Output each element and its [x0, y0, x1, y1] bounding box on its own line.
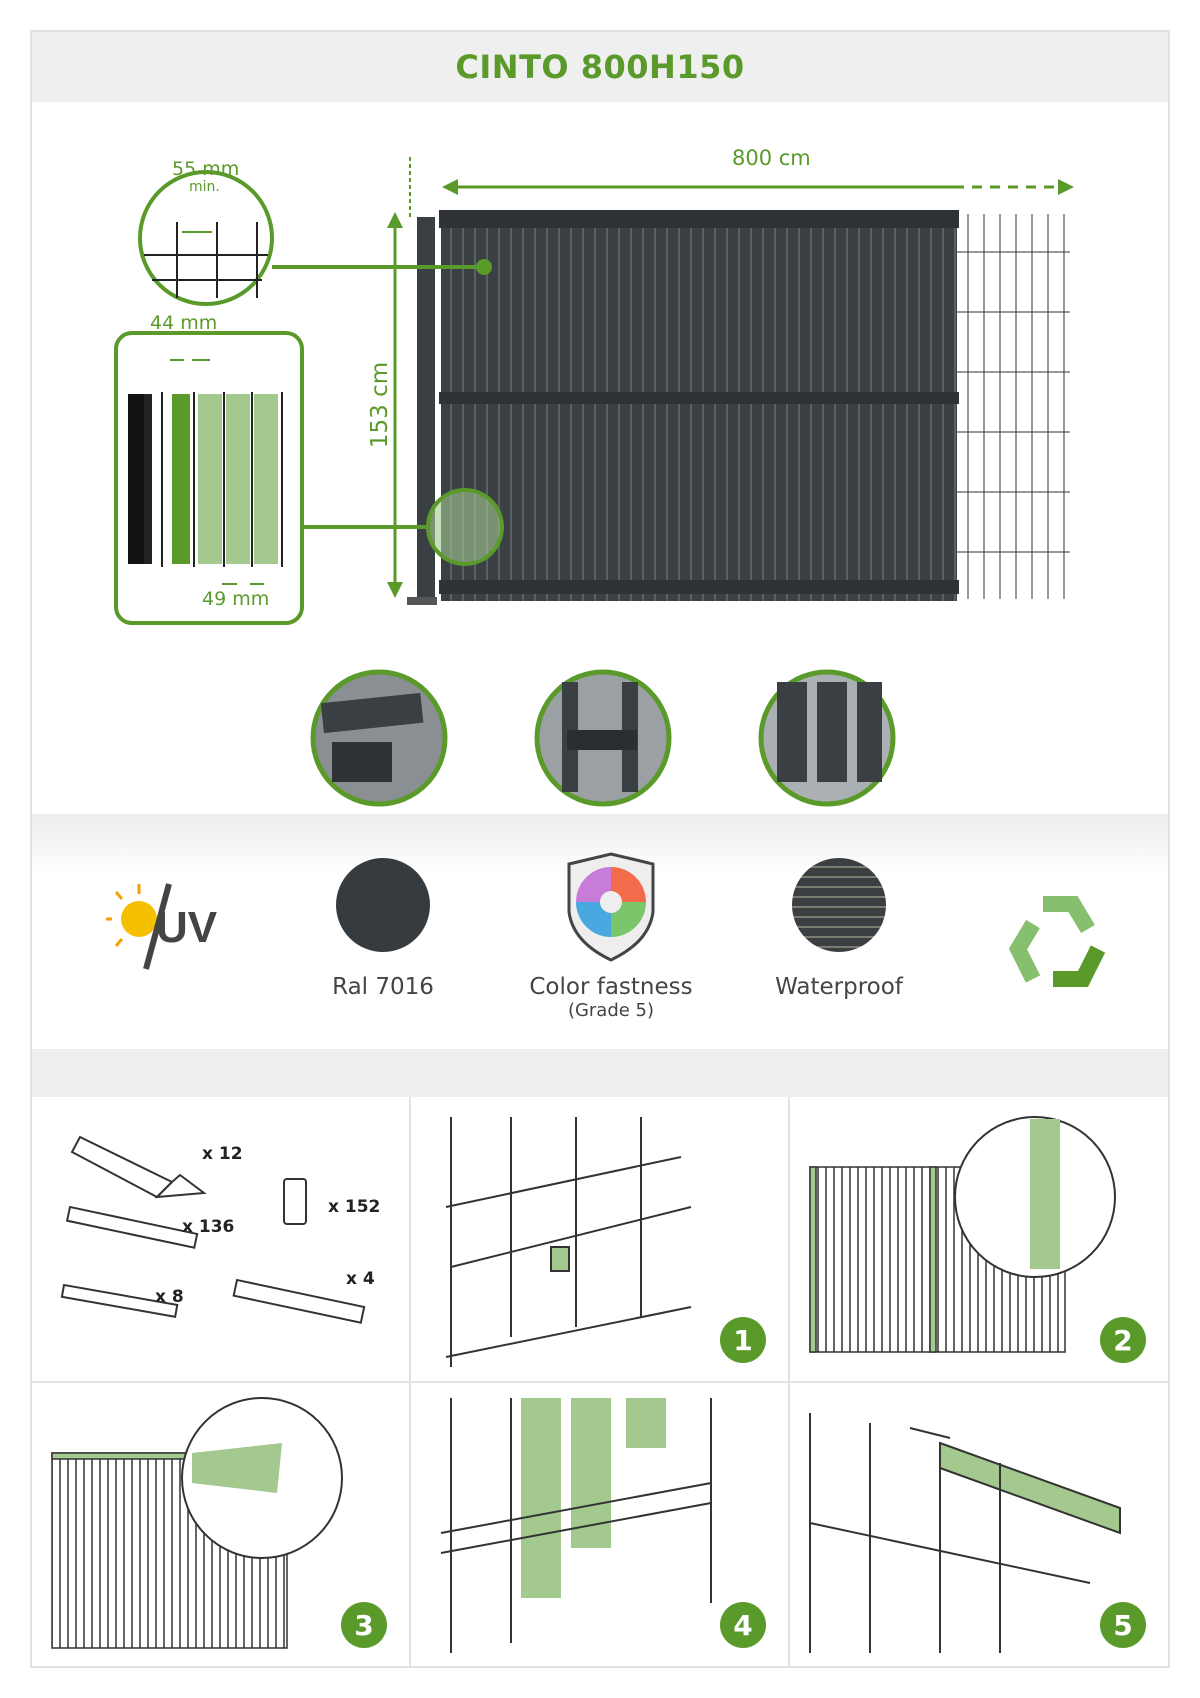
kit-contents: x 12 x 152 x 136 x 8 x 4: [32, 1097, 411, 1383]
product-sheet: CINTO 800H150 800 cm 153 cm 55 mm min. 4…: [30, 30, 1170, 1668]
width-label: 800 cm: [732, 146, 811, 170]
page-title: CINTO 800H150: [455, 48, 745, 86]
privacy-slats-panel: [441, 214, 957, 601]
step-2: 2: [790, 1097, 1168, 1383]
top-cap-part: [70, 1135, 174, 1199]
qty-short-slat: x 8: [155, 1287, 184, 1307]
feature-label: Color fastness: [529, 974, 693, 1000]
bottom-rail-part: [232, 1278, 366, 1324]
detail-bottom-rail: [758, 669, 896, 807]
step-number-badge: 5: [1100, 1602, 1146, 1648]
slat-part: [65, 1205, 199, 1249]
svg-text:UV: UV: [156, 903, 218, 952]
step-4: 4: [411, 1383, 790, 1668]
fence-diagram: [114, 157, 1074, 807]
qty-top-cap: x 12: [202, 1144, 243, 1164]
qty-bottom-rail: x 4: [346, 1269, 375, 1289]
recycle-icon: [1008, 896, 1106, 987]
detail-top-cap: [310, 669, 448, 807]
feature-recycle: [958, 884, 1158, 998]
color-swatch-icon: [336, 858, 430, 952]
color-wheel-shield-icon: [567, 852, 655, 962]
title-band: CINTO 800H150: [32, 32, 1168, 102]
slat-gap-label: 44 mm: [150, 312, 218, 334]
installation-steps: x 12 x 152 x 136 x 8 x 4 1 2 3 4 5: [32, 1097, 1168, 1668]
clip-part: [283, 1178, 307, 1225]
fence-post: [417, 217, 435, 602]
feature-sublabel: (Grade 5): [567, 1000, 655, 1021]
slat-width-label: 49 mm: [202, 588, 270, 610]
step-5: 5: [790, 1383, 1168, 1668]
mesh-gap-label: 55 mm: [172, 158, 240, 180]
step-number-badge: 1: [720, 1317, 766, 1363]
feature-label: Ral 7016: [332, 974, 434, 1000]
qty-slat: x 136: [182, 1217, 235, 1237]
step-3: 3: [32, 1383, 411, 1668]
height-label: 153 cm: [367, 361, 394, 449]
mesh-gap-detail: [138, 170, 274, 306]
detail-clip: [534, 669, 672, 807]
feature-uv: UV: [64, 864, 264, 978]
qty-clip: x 152: [328, 1197, 381, 1217]
step-number-badge: 3: [341, 1602, 387, 1648]
step-1: 1: [411, 1097, 790, 1383]
feature-ral: Ral 7016: [283, 858, 483, 1000]
short-slat-part: [60, 1283, 179, 1318]
feature-label: Waterproof: [775, 974, 903, 1000]
instructions-header-band: [32, 1049, 1168, 1097]
step-number-badge: 2: [1100, 1317, 1146, 1363]
feature-waterproof: Waterproof: [739, 858, 939, 1000]
water-drops-icon: [792, 858, 886, 952]
uv-protection-icon: UV: [106, 883, 218, 970]
step-number-badge: 4: [720, 1602, 766, 1648]
mesh-gap-note: min.: [189, 179, 220, 195]
feature-color-fastness: Color fastness (Grade 5): [511, 852, 711, 1021]
mesh-panel: [955, 214, 1070, 599]
